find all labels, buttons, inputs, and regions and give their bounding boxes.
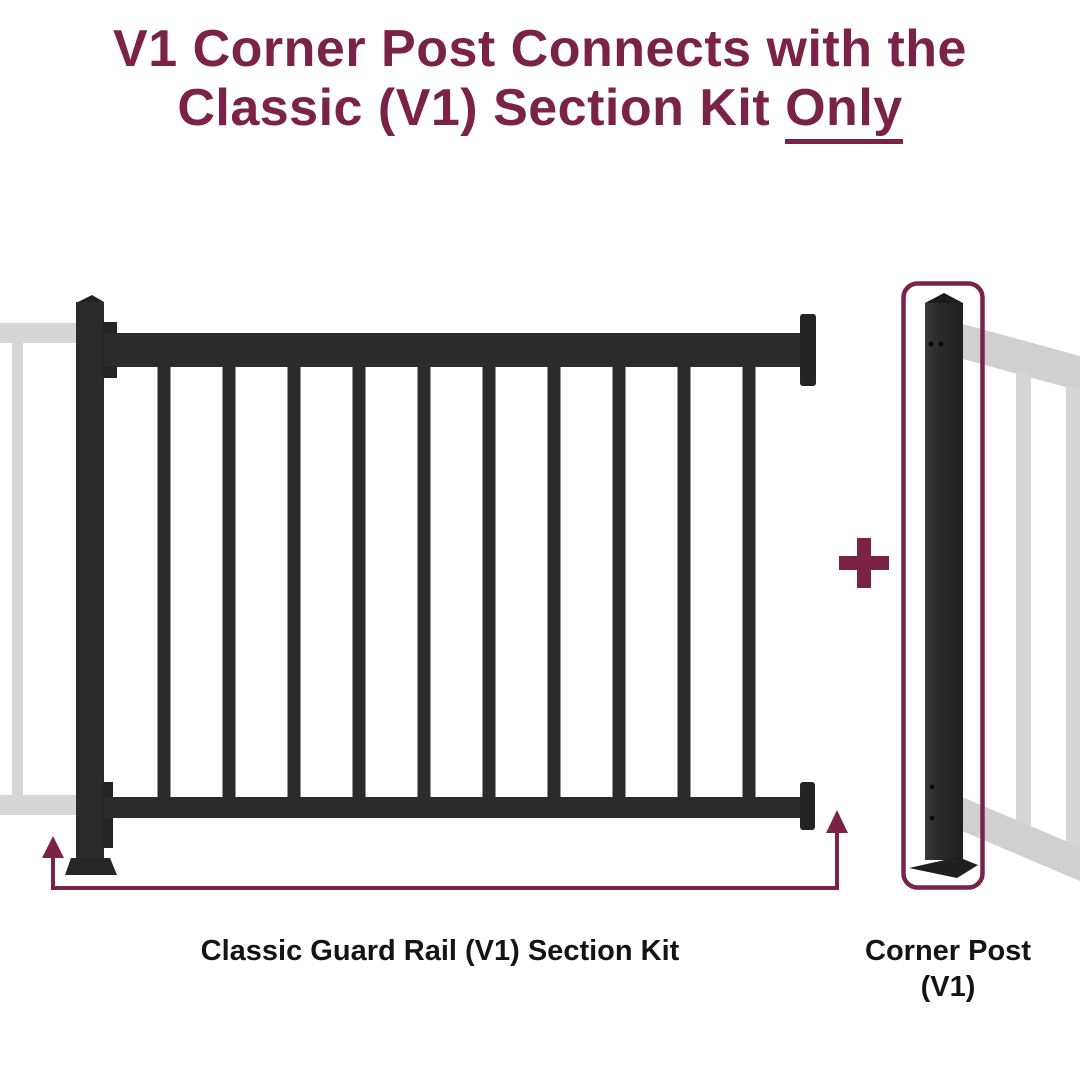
baluster [482, 367, 496, 797]
mounting-hole [929, 784, 935, 790]
top-rail-end-flange [800, 314, 816, 386]
mounting-hole [928, 341, 934, 347]
left-item-label-text: Classic Guard Rail (V1) Section Kit [200, 935, 680, 967]
ghost-right-baluster [1016, 371, 1031, 827]
baluster [547, 367, 561, 797]
arrow-up-icon [826, 810, 848, 833]
baluster [612, 367, 626, 797]
plus-icon [839, 538, 889, 588]
ghost-left-baluster [12, 343, 23, 795]
left-post-cap [78, 295, 104, 302]
corner-post-cap [925, 293, 963, 303]
corner-post-highlight-box [901, 281, 985, 890]
baluster [287, 367, 301, 797]
right-item-label-line1: Corner Post [865, 935, 1031, 967]
ghost-right-end-post [1066, 385, 1080, 861]
top-rail [104, 333, 802, 367]
baluster [157, 367, 171, 797]
balusters [157, 367, 756, 797]
left-item-label: Classic Guard Rail (V1) Section Kit [40, 933, 840, 969]
ghost-left-top-rail [0, 323, 78, 343]
corner-post-body [925, 303, 963, 860]
right-item-label-line2: (V1) [920, 971, 976, 1003]
title-line2-underlined-word: Only [785, 82, 903, 144]
mounting-hole [929, 815, 935, 821]
bottom-rail-end-flange [800, 782, 815, 830]
left-post-base-plate [65, 858, 117, 875]
corner-post-base-plate [909, 857, 978, 878]
right-item-label: Corner Post (V1) [848, 933, 1048, 1005]
baluster [417, 367, 431, 797]
ghost-rail-right [962, 324, 1080, 881]
baluster [742, 367, 756, 797]
measurement-line [51, 830, 839, 890]
bottom-rail [104, 797, 802, 818]
page-title: V1 Corner Post Connects with the Classic… [0, 20, 1080, 144]
ghost-right-bottom-rail [962, 797, 1080, 881]
title-line2-prefix: Classic (V1) Section Kit [177, 78, 786, 137]
left-post [76, 302, 104, 863]
ghost-rail-left [0, 323, 78, 815]
baluster [222, 367, 236, 797]
corner-post-illustration [909, 293, 978, 878]
mounting-hole [938, 341, 944, 347]
baluster [677, 367, 691, 797]
ghost-right-top-rail [963, 324, 1080, 391]
measurement-bracket [42, 810, 848, 890]
title-line1: V1 Corner Post Connects with the [113, 20, 967, 78]
baluster [352, 367, 366, 797]
guard-rail-section-illustration [65, 295, 816, 875]
arrow-up-icon [42, 836, 64, 858]
ghost-left-bottom-rail [0, 795, 78, 815]
